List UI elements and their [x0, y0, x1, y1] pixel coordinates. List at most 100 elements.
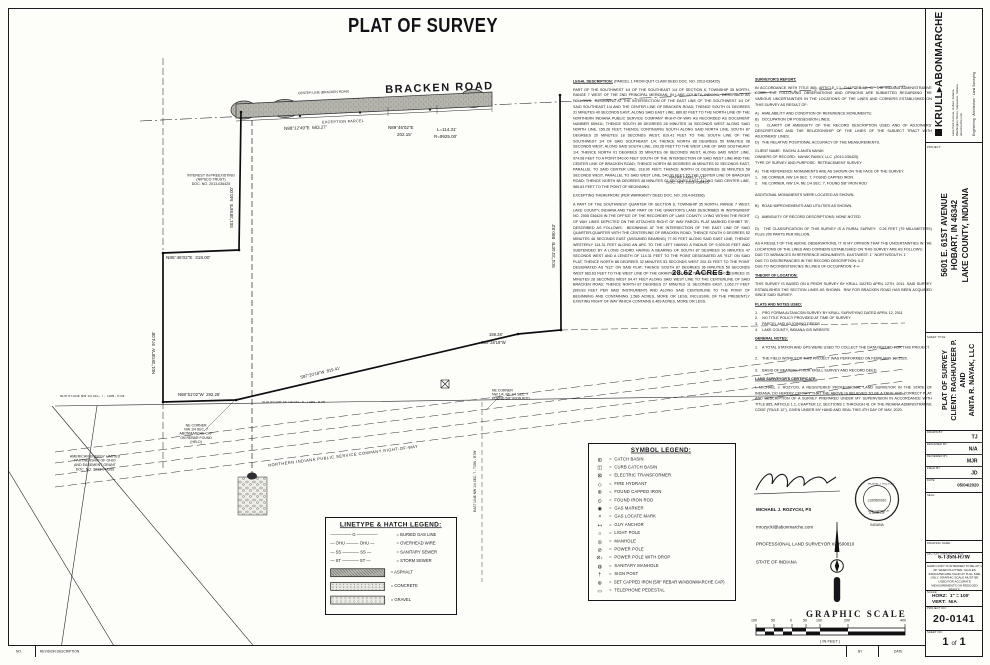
surveyor-license: PROFESSIONAL LAND SURVEYOR #20500010	[756, 542, 855, 548]
scale-label: SCALE:	[927, 591, 938, 594]
dim-curve-radius: R=9925.00'	[434, 135, 458, 140]
legal-excepting-intro: EXCEPTING THEREFROM: (PER WARRANTY DEED …	[573, 194, 705, 199]
sidebar-divider	[925, 606, 983, 607]
guy-anchor-icon: ↤	[597, 523, 602, 529]
legend-row: ⊙ = FOUND IRON ROD	[593, 497, 730, 505]
linetype-label: = OVERHEAD WIRE	[396, 541, 436, 547]
str-label: SECTION-TOWNSHIP-RANGE:	[927, 553, 965, 556]
legend-row: ◇= FIRE HYDRANT	[593, 480, 730, 488]
revision-date-label: DATE	[894, 649, 903, 654]
north-line-label: NORTH LINE NW 1/4 SEC. 7 - T35N - R7W	[60, 395, 125, 399]
seal-bottom-text: LAND SURVEYOR	[867, 510, 890, 513]
sidebar-divider	[925, 630, 983, 631]
legal-description-column: LEGAL DESCRIPTION: (PARCEL 1 FROM QUIT C…	[573, 79, 750, 309]
designed-by-label: DESIGNED BY:	[927, 443, 948, 446]
legend-label: = GAS LOCATE MARK	[609, 514, 657, 520]
legend-row: ↤ = GUY ANCHOR	[593, 521, 730, 529]
acreage-label: 28.62 ACRES ±	[672, 268, 731, 277]
drawn-by-value: TJ	[971, 434, 978, 440]
sidebar-divider	[925, 552, 983, 553]
gas-marker-icon: ◉	[597, 506, 602, 512]
interest-note: INTEREST IN PREEXISTING (NIPSCO TRUST) D…	[187, 174, 235, 187]
project-label: PROJECT:	[927, 146, 942, 149]
scale-tick-6: 400	[900, 619, 907, 623]
firm-tagline: Engineering · Architecture · Land Survey…	[973, 72, 977, 136]
monument-symbol	[440, 379, 450, 389]
power-pole-drop-icon: ⊘↓	[596, 555, 604, 561]
linetype-label: = BURIED GAS LINE	[396, 533, 437, 538]
project-no-label: PROJECT NO.	[927, 607, 947, 610]
legend-label: = GAS MARKER	[609, 506, 644, 511]
notes-list: 1. A TOTAL STATION AND GPS WERE USED TO …	[755, 345, 930, 373]
sign-post-icon: †	[598, 571, 602, 577]
scale-tick-3: 50	[803, 619, 808, 623]
plot-note: HARD COPY IS INTENDED TO BE 24" x 36" WH…	[927, 565, 983, 592]
legend-label: = CATCH BASIN	[609, 457, 644, 462]
field-divider	[926, 478, 983, 479]
gravel-hatch-swatch	[330, 595, 386, 605]
east-line-label: EAST LINE NW 1/4 SEC. 7 - T35N - R7W	[474, 450, 478, 512]
revision-no-cell: NO.	[8, 646, 36, 657]
corner-note-1: NE CORNER NW 1/4 SEC. 7 ABONMARCHE CAP O…	[179, 424, 213, 445]
certificate-text: I, MICHAEL J. ROZYCKI, A REGISTERED PROF…	[755, 385, 933, 413]
sidebar-divider	[925, 430, 983, 431]
firm-name: KRULL▸ABONMARCHE	[934, 11, 945, 127]
manhole-icon: ◎	[597, 539, 602, 545]
legend-row: ◫= CURB CATCH BASIN	[593, 464, 730, 472]
sanitary-manhole-icon: ◍	[597, 564, 602, 570]
legend-row: ☼= LIGHT POLE	[593, 529, 730, 537]
drawing-name-label: DRAWING NAME:	[927, 542, 952, 545]
sidebar-divider	[925, 492, 983, 493]
legend-row: ◎= MANHOLE	[593, 538, 730, 546]
parcel-boundary	[161, 93, 563, 404]
report-intro: IN ACCORDANCE WITH TITLE 865, ARTICLE 1.…	[755, 86, 933, 108]
sheet-title-label: SHEET TITLE:	[927, 336, 947, 339]
legend-label: = SET CAPPED IRON (5/8" REBAR W/ABONMARC…	[609, 580, 725, 585]
legend-row: ⊞= CATCH BASIN	[593, 456, 730, 464]
krull-logo-mark	[935, 129, 942, 136]
certificate-heading: LAND SURVEYOR'S CERTIFICATE:	[755, 377, 817, 382]
scale-tick-5: 200	[844, 619, 851, 623]
sheet-of: of	[951, 641, 957, 647]
legal-paragraph-2: A PART OF THE SOUTHWEST QUARTER OF SECTI…	[573, 203, 751, 305]
legend-label: = GUY ANCHOR	[609, 523, 644, 528]
dim-east-line: S01°31'40"E 880.82'	[552, 223, 557, 268]
legend-label: = CURB CATCH BASIN	[609, 465, 658, 470]
firm-addresses: Lake Park Avenue, Hobart, Indiana Washin…	[952, 84, 963, 136]
revision-by-cell: BY	[847, 646, 879, 657]
seal-center-text: LS20500010 STATE OF INDIANA	[865, 491, 889, 536]
scale-unit-note: ( IN FEET )	[820, 640, 840, 644]
date-label: DATE:	[927, 479, 936, 482]
seal-indiana: INDIANA	[870, 524, 884, 528]
report-heading: SURVEYOR'S REPORT:	[755, 77, 797, 82]
scale-tick-1: 50	[771, 619, 776, 623]
linetype-row: — SS ———— SS —= SANITARY SEWER	[330, 548, 451, 557]
hatch-row: = ASPHALT	[330, 566, 451, 580]
found-iron-rod-icon: ⊙	[597, 498, 602, 504]
legend-label: = SANITARY MANHOLE	[609, 564, 659, 569]
plats-heading: PLATS AND NOTES USED:	[755, 302, 802, 307]
hatch-label: = ASPHALT	[390, 570, 413, 575]
seal-label: SEAL:	[927, 494, 936, 497]
overhead-wire-sample: — OHU ——— OHU —	[330, 541, 375, 547]
sidebar-divider	[925, 562, 983, 563]
north-arrow	[830, 522, 844, 602]
adjacent-boundary-lines	[7, 405, 263, 657]
legend-label: = FOUND IRON ROD	[609, 498, 654, 503]
legend-row: ⊕= FOUND CAPPED IRON	[593, 488, 730, 496]
light-pole-icon: ☼	[597, 530, 603, 536]
legend-row: ⊠= ELECTRIC TRANSFORMER	[593, 472, 730, 480]
project-address: 5601 E. 61ST AVENUE HOBART, IN 46342 LAK…	[940, 187, 970, 283]
scale-vert: VERT: N/A	[932, 600, 957, 605]
legend-row: ⊛ = SET CAPPED IRON (5/8" REBAR W/ABONMAR…	[593, 579, 730, 587]
set-capped-iron-icon: ⊛	[597, 580, 602, 586]
drawn-by-label: DRAWN BY:	[927, 431, 944, 434]
legend-row: ▭= TELEPHONE PEDESTAL	[593, 587, 730, 595]
hatch-row: = GRAVEL	[330, 593, 451, 607]
symbol-legend-title: SYMBOL LEGEND:	[630, 446, 692, 454]
sidebar-divider	[925, 590, 983, 591]
dim-south-line: N88°51'02"W 292.26'	[178, 393, 221, 398]
signature-stroke	[753, 473, 841, 495]
dim-road-mid-distance: 202.15'	[397, 133, 412, 138]
revision-no-label: NO.	[16, 649, 23, 654]
